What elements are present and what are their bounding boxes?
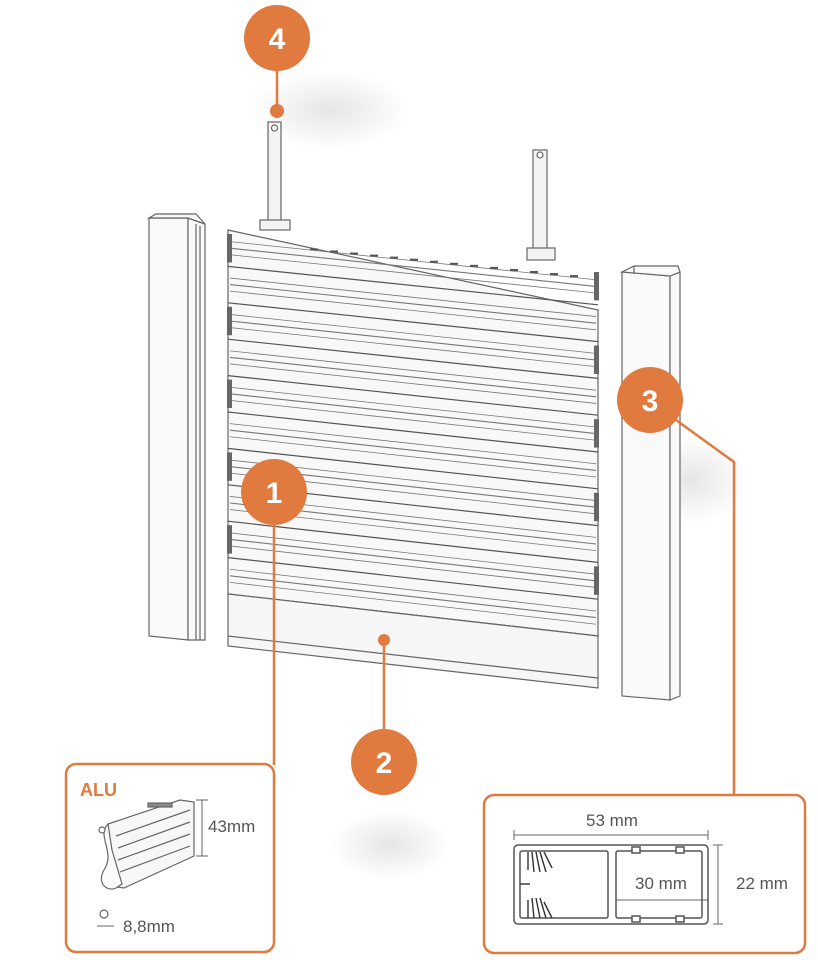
callout-1-label: 1 xyxy=(266,477,283,510)
slat-end-cap xyxy=(594,419,599,448)
slat-hole xyxy=(510,268,518,271)
slat-line xyxy=(229,320,597,361)
slat-end-cap xyxy=(594,272,599,301)
slat-joint xyxy=(227,338,599,379)
slat-line xyxy=(229,399,597,441)
brush-seal-icon xyxy=(520,851,553,919)
callout-3-label: 3 xyxy=(642,385,659,418)
left-guide-rail xyxy=(146,213,206,641)
leader-dot xyxy=(270,104,284,118)
callout-3: 3 xyxy=(617,367,683,433)
slat-joint xyxy=(227,302,599,343)
slat-line xyxy=(229,350,597,391)
slat-line xyxy=(229,314,597,354)
slat-line xyxy=(229,284,597,324)
slat-hole xyxy=(350,252,358,255)
slat-line xyxy=(229,429,597,471)
guide-dimension-lines xyxy=(513,830,723,925)
slat-line xyxy=(229,532,597,575)
slat-line xyxy=(229,393,597,435)
suspension-strap-left xyxy=(259,121,291,231)
shadow xyxy=(330,810,450,880)
slat-profile-drawing xyxy=(98,799,195,919)
slat-hole xyxy=(390,256,398,259)
slat-height-label: 43mm xyxy=(208,817,255,836)
slat-line xyxy=(229,241,597,281)
slat-line xyxy=(229,386,597,428)
slat-end-cap xyxy=(594,345,599,374)
guide-depth-label: 22 mm xyxy=(736,874,788,893)
slat-hole xyxy=(490,266,498,269)
slat-end-cap xyxy=(227,379,232,408)
slat-hole xyxy=(410,258,418,261)
slat-end-cap xyxy=(227,525,232,554)
slat-detail-box: ALU 43mm 8,8mm xyxy=(64,762,276,954)
callout-1: 1 xyxy=(241,459,307,525)
bottom-bar xyxy=(227,593,599,689)
slat-joint xyxy=(227,411,599,453)
slat-line xyxy=(229,356,597,398)
shadow xyxy=(250,70,410,150)
slat-line xyxy=(229,581,597,625)
callout-4-label: 4 xyxy=(269,23,286,56)
slat-dimension-lines xyxy=(97,799,208,927)
slat-hole xyxy=(430,260,438,263)
slat-line xyxy=(229,290,597,331)
slat-hole xyxy=(550,273,558,276)
shutter-curtain xyxy=(227,229,599,637)
slat-hole xyxy=(450,262,458,265)
slat-joint xyxy=(227,375,599,416)
slat-hole xyxy=(470,264,478,267)
slat-end-cap xyxy=(227,306,232,336)
slat-line xyxy=(229,436,597,478)
slat-hole xyxy=(310,248,318,251)
callout-2-label: 2 xyxy=(376,747,393,780)
slat-material-label: ALU xyxy=(80,780,117,800)
slat-line xyxy=(229,423,597,465)
slat-hole xyxy=(370,254,378,257)
slat-hole xyxy=(530,271,538,274)
slat-line xyxy=(229,363,597,404)
slat-thickness-label: 8,8mm xyxy=(123,917,175,936)
slat-line xyxy=(229,327,597,368)
slat-line xyxy=(229,247,597,287)
leader-lines xyxy=(272,68,736,795)
slat-line xyxy=(229,545,597,588)
slat-hole xyxy=(330,250,338,253)
slat-joint xyxy=(227,520,599,563)
suspension-strap-right xyxy=(526,149,556,261)
guide-detail-box: 53 mm 22 mm 30 mm xyxy=(482,793,807,955)
slat-joint xyxy=(227,447,599,490)
slat-end-cap xyxy=(594,566,599,595)
guide-channel-label: 30 mm xyxy=(635,874,687,893)
slat-line xyxy=(229,538,597,582)
slat-line xyxy=(229,575,597,619)
callout-4: 4 xyxy=(244,5,310,71)
slat-line xyxy=(229,254,597,294)
leader-dot xyxy=(378,634,390,646)
slat-line xyxy=(229,277,597,317)
slat-line xyxy=(229,568,597,612)
slat-end-cap xyxy=(227,234,232,263)
right-guide-rail xyxy=(619,265,681,701)
slat-joint xyxy=(227,265,599,306)
guide-width-label: 53 mm xyxy=(586,811,638,830)
slat-joint xyxy=(227,557,599,600)
slat-hole xyxy=(570,275,578,278)
slat-end-cap xyxy=(594,492,599,522)
callout-2: 2 xyxy=(351,729,417,795)
slat-end-cap xyxy=(227,452,232,481)
